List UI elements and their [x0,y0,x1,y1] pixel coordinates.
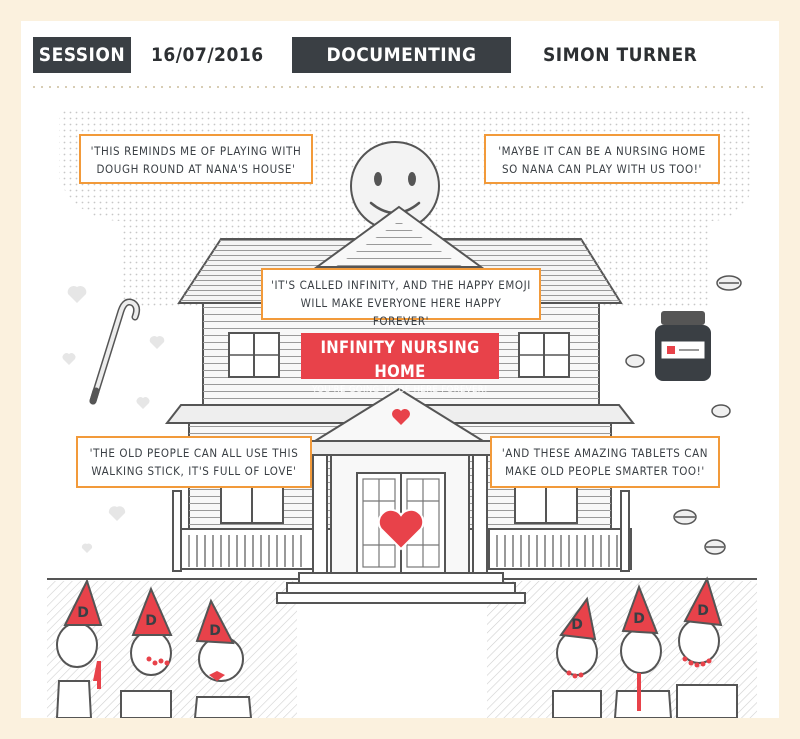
quote-box-infinity: 'IT'S CALLED INFINITY, AND THE HAPPY EMO… [261,268,541,328]
quote-box-tablets: 'AND THESE AMAZING TABLETS CAN MAKE OLD … [490,436,720,488]
illustration-card: SESSION 16/07/2016 DOCUMENTING ARTIST SI… [21,21,779,718]
quote-line: 'THIS REMINDS ME OF PLAYING WITH [90,144,302,158]
quote-line: MAKE OLD PEOPLE SMARTER TOO!' [505,464,705,478]
quote-line: WALKING STICK, IT'S FULL OF LOVE' [91,464,297,478]
old-people-group-right [552,576,738,718]
floating-hearts [62,285,165,553]
person-4 [552,596,602,718]
door-heart-icon [377,508,425,551]
hat-letter: D [633,611,645,627]
walking-stick-icon [89,298,141,405]
person-5 [613,584,673,718]
upper-window-left [228,332,280,378]
nursing-home-sign: INFINITY NURSING HOME YOU'RE GOING TO BE… [301,333,499,395]
role-label: DOCUMENTING ARTIST [292,37,511,102]
sign-title: INFINITY NURSING HOME [320,338,480,381]
person-6 [676,576,738,718]
quote-line: DOUGH ROUND AT NANA'S HOUSE' [96,162,296,176]
upper-window-right [518,332,570,378]
artist-name: SIMON TURNER [543,44,698,66]
session-label: SESSION [33,37,131,73]
hat-letter: D [571,617,583,633]
pill-bottle-icon [655,311,711,381]
person-3 [193,598,253,718]
session-date: 16/07/2016 [151,44,264,66]
old-people-group-left [55,578,253,718]
person-2 [120,586,173,718]
hat-letter: D [697,603,709,619]
hat-letter: D [77,605,89,621]
hat-letter: D [209,623,221,639]
quote-line: 'THE OLD PEOPLE CAN ALL USE THIS [89,446,299,460]
quote-box-walking-stick: 'THE OLD PEOPLE CAN ALL USE THIS WALKING… [76,436,312,488]
gable-heart-icon [392,408,410,425]
happy-emoji-icon [350,141,440,231]
quote-line: WILL MAKE EVERYONE HERE HAPPY FOREVER' [300,296,502,328]
quote-line: 'MAYBE IT CAN BE A NURSING HOME [498,144,706,158]
quote-line: 'AND THESE AMAZING TABLETS CAN [501,446,709,460]
hat-letter: D [145,613,157,629]
quote-line: SO NANA CAN PLAY WITH US TOO!' [502,162,702,176]
sign-subtitle: YOU'RE GOING TO BE HERE FOREVER! [312,385,488,395]
quote-line: 'IT'S CALLED INFINITY, AND THE HAPPY EMO… [271,278,531,292]
quote-box-dough: 'THIS REMINDS ME OF PLAYING WITH DOUGH R… [79,134,313,184]
person-1 [55,578,103,718]
tablets [625,275,742,555]
quote-box-nursing-home: 'MAYBE IT CAN BE A NURSING HOME SO NANA … [484,134,720,184]
